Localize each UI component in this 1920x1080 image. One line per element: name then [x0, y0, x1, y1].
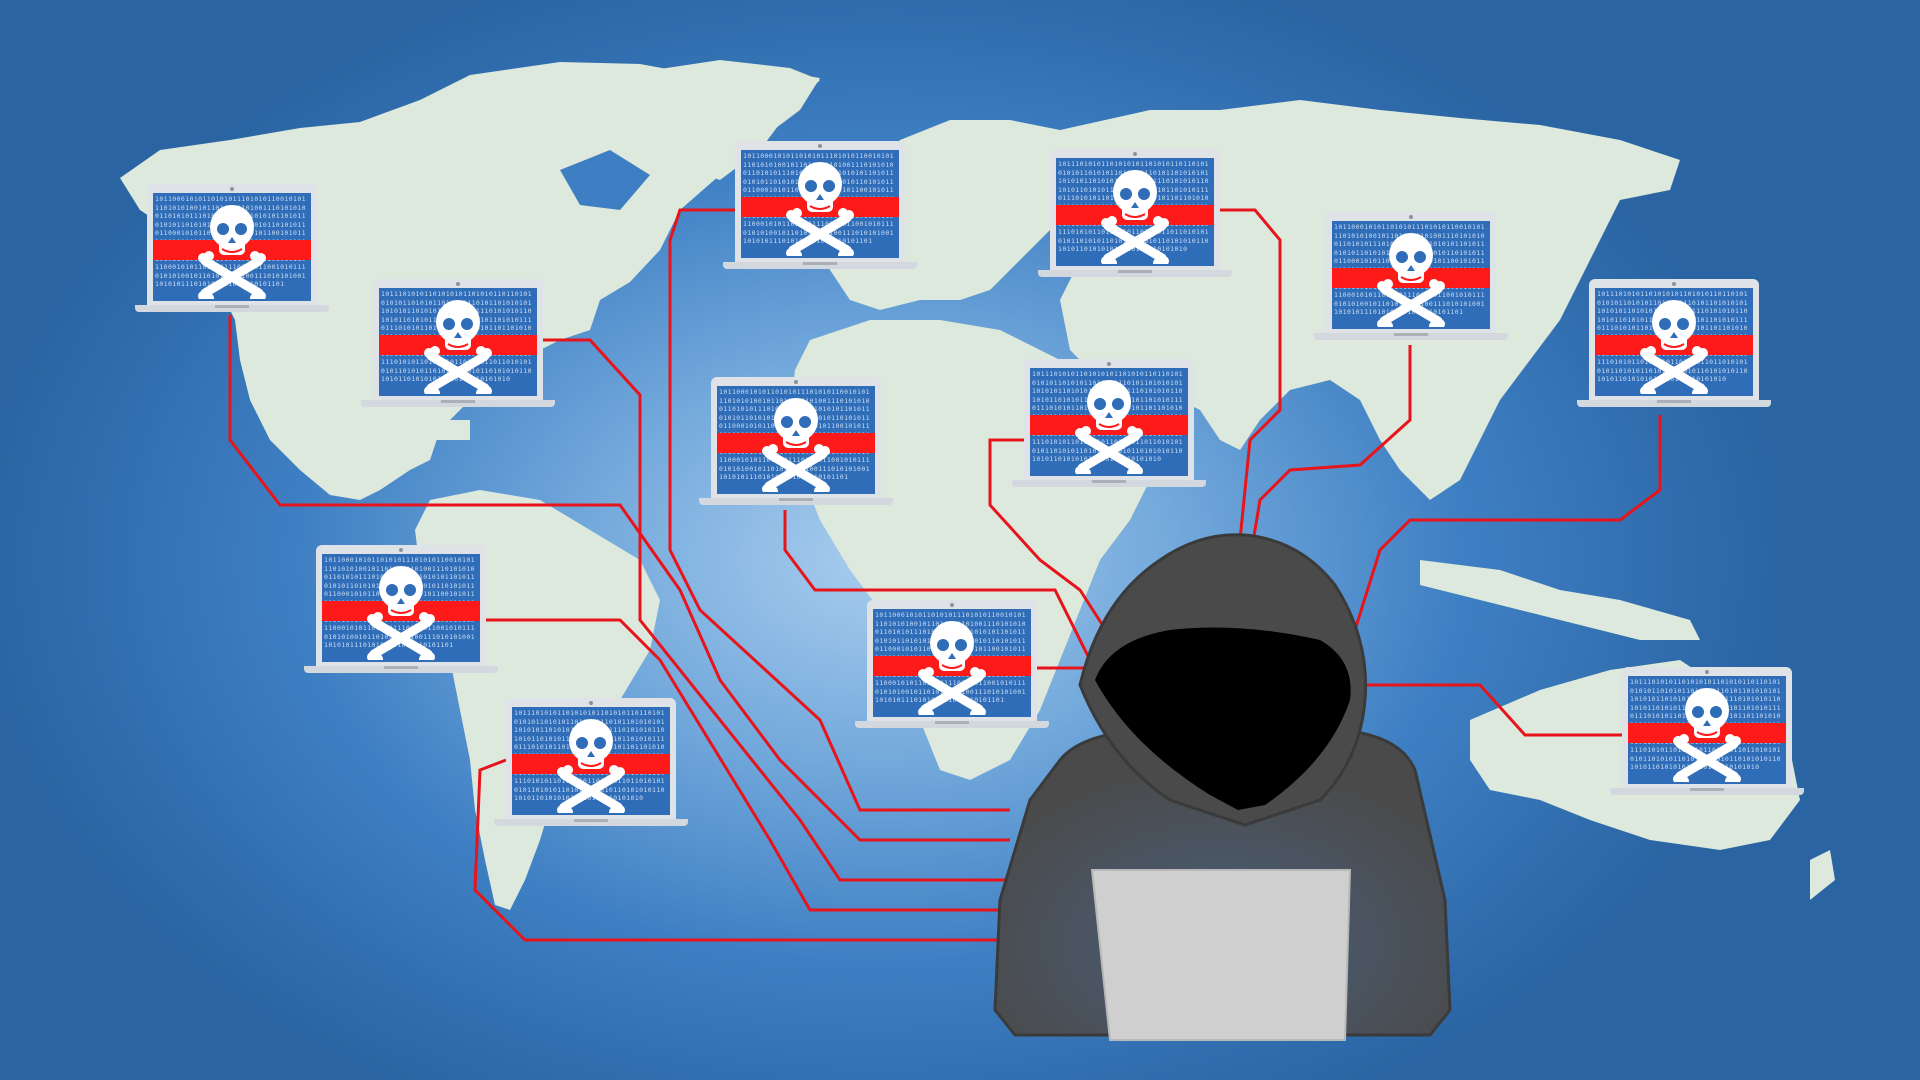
laptop-notch — [1092, 480, 1126, 483]
laptop-base — [1314, 333, 1508, 340]
laptop-notch — [1394, 333, 1428, 336]
laptop-base — [1610, 788, 1804, 795]
laptop-screen: 1011000101011010101110101011001010111010… — [1332, 221, 1490, 329]
infected-laptop-south-africa: 1011000101011010101110101011001010111010… — [855, 600, 1049, 732]
attack-connections — [228, 208, 1662, 942]
laptop-camera — [589, 701, 593, 705]
laptop-camera — [1705, 670, 1709, 674]
laptop-camera — [399, 548, 403, 552]
laptop-base — [361, 400, 555, 407]
infected-laptop-europe-east: 1011101010110101010110101011011010101010… — [1038, 149, 1232, 281]
infected-laptop-asia-east: 1011101010110101010110101011011010101010… — [1577, 279, 1771, 411]
laptop-notch — [574, 819, 608, 822]
skull-crossbones-icon — [557, 719, 625, 813]
laptop-camera — [1409, 215, 1413, 219]
laptop-camera — [794, 380, 798, 384]
laptop-camera — [818, 144, 822, 148]
laptop-screen: 1011000101011010101110101011001010111010… — [741, 150, 899, 258]
laptop-camera — [456, 282, 460, 286]
laptop-screen: 1011101010110101010110101011011010101010… — [379, 288, 537, 396]
infected-laptop-south-america-north: 1011000101011010101110101011001010111010… — [304, 545, 498, 677]
skull-crossbones-icon — [198, 205, 266, 299]
laptop-base — [855, 721, 1049, 728]
laptop-notch — [779, 498, 813, 501]
laptop-screen: 1011101010110101010110101011011010101010… — [1595, 288, 1753, 396]
hacker-laptop[interactable] — [1090, 869, 1352, 1041]
skull-crossbones-icon — [1673, 688, 1741, 782]
infected-laptop-north-america-west: 1011000101011010101110101011001010111010… — [135, 184, 329, 316]
greenland — [640, 60, 820, 180]
skull-crossbones-icon — [1640, 300, 1708, 394]
skull-crossbones-icon — [1101, 170, 1169, 264]
laptop-screen: 1011000101011010101110101011001010111010… — [153, 193, 311, 301]
skull-crossbones-icon — [1075, 380, 1143, 474]
laptop-camera — [1672, 282, 1676, 286]
laptop-base — [1577, 400, 1771, 407]
infected-laptop-north-america-east: 1011101010110101010110101011011010101010… — [361, 279, 555, 411]
infected-laptop-australia: 1011101010110101010110101011011010101010… — [1610, 667, 1804, 799]
laptop-notch — [1690, 788, 1724, 791]
skull-crossbones-icon — [762, 398, 830, 492]
laptop-base — [699, 498, 893, 505]
infected-laptop-middle-east: 1011101010110101010110101011011010101010… — [1012, 359, 1206, 491]
laptop-screen: 1011101010110101010110101011011010101010… — [1056, 158, 1214, 266]
infected-laptop-asia-central: 1011000101011010101110101011001010111010… — [1314, 212, 1508, 344]
laptop-screen: 1011101010110101010110101011011010101010… — [1628, 676, 1786, 784]
laptop-notch — [1118, 270, 1152, 273]
new-zealand — [1810, 850, 1835, 900]
laptop-screen: 1011000101011010101110101011001010111010… — [322, 554, 480, 662]
laptop-notch — [215, 305, 249, 308]
laptop-camera — [230, 187, 234, 191]
skull-crossbones-icon — [786, 162, 854, 256]
laptop-notch — [1657, 400, 1691, 403]
infected-laptop-north-africa: 1011000101011010101110101011001010111010… — [699, 377, 893, 509]
laptop-base — [304, 666, 498, 673]
hacker-face-shadow — [1095, 627, 1351, 810]
laptop-screen: 1011000101011010101110101011001010111010… — [717, 386, 875, 494]
laptop-screen: 1011000101011010101110101011001010111010… — [873, 609, 1031, 717]
laptop-notch — [384, 666, 418, 669]
laptop-base — [1038, 270, 1232, 277]
skull-crossbones-icon — [424, 300, 492, 394]
laptop-camera — [1133, 152, 1137, 156]
laptop-notch — [441, 400, 475, 403]
infected-laptop-south-america-south: 1011101010110101010110101011011010101010… — [494, 698, 688, 830]
laptop-base — [1012, 480, 1206, 487]
laptop-notch — [803, 262, 837, 265]
laptop-base — [135, 305, 329, 312]
laptop-base — [723, 262, 917, 269]
indonesia — [1420, 560, 1700, 640]
laptop-camera — [1107, 362, 1111, 366]
laptop-screen: 1011101010110101010110101011011010101010… — [1030, 368, 1188, 476]
laptop-base — [494, 819, 688, 826]
infected-laptop-europe-west: 1011000101011010101110101011001010111010… — [723, 141, 917, 273]
laptop-screen: 1011101010110101010110101011011010101010… — [512, 707, 670, 815]
skull-crossbones-icon — [367, 566, 435, 660]
skull-crossbones-icon — [1377, 233, 1445, 327]
skull-crossbones-icon — [918, 621, 986, 715]
laptop-camera — [950, 603, 954, 607]
laptop-notch — [935, 721, 969, 724]
